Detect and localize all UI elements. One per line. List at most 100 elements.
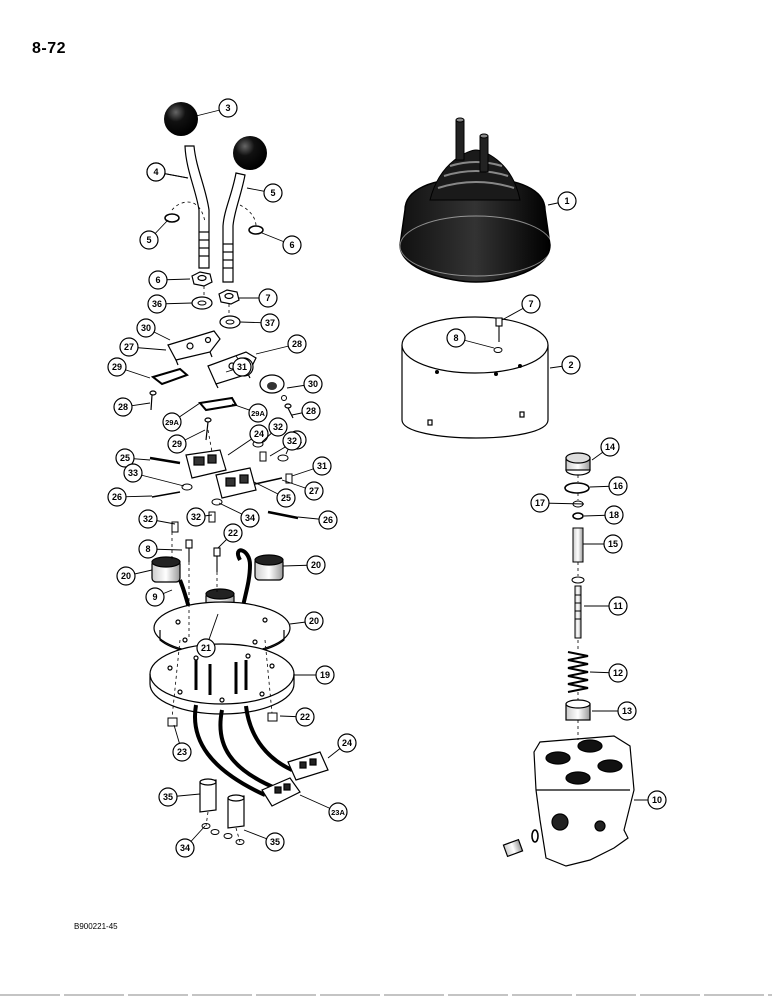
callout-number: 28 xyxy=(118,402,128,412)
callout-circle xyxy=(265,832,285,852)
callout-8-12: 8 xyxy=(446,328,495,349)
callout-31-50: 31 xyxy=(225,357,252,377)
part-callouts: 1234455667788910111213141516171819202020… xyxy=(107,98,667,858)
dome-cap xyxy=(259,374,285,394)
callout-circle xyxy=(312,456,332,476)
callout-30-48: 30 xyxy=(136,318,171,341)
callout-number: 22 xyxy=(300,712,310,722)
callout-28-42: 28 xyxy=(291,401,321,421)
callout-26-36: 26 xyxy=(297,510,338,530)
callout-6-8: 6 xyxy=(148,270,191,290)
callout-29-43: 29 xyxy=(167,429,206,454)
cam-block-right xyxy=(215,467,257,499)
callout-circle xyxy=(608,476,628,496)
callout-circle xyxy=(147,294,167,314)
lever-left xyxy=(184,145,210,269)
callout-circle xyxy=(276,488,296,508)
boot-cover xyxy=(399,117,553,283)
callout-circle xyxy=(557,191,577,211)
callout-circle xyxy=(116,566,136,586)
callout-number: 29A xyxy=(165,418,179,427)
callout-number: 24 xyxy=(342,738,352,748)
callout-number: 18 xyxy=(609,510,619,520)
callout-circle xyxy=(196,638,216,658)
screws-31 xyxy=(171,451,293,533)
callout-circle xyxy=(304,611,324,631)
callout-number: 31 xyxy=(237,362,247,372)
callout-number: 27 xyxy=(309,486,319,496)
callout-32-54: 32 xyxy=(186,507,213,527)
callout-circle xyxy=(337,733,357,753)
callout-circle xyxy=(115,448,135,468)
seal-37 xyxy=(531,829,539,843)
cam-block-left xyxy=(185,449,227,479)
seal-15 xyxy=(564,482,590,494)
callout-number: 22 xyxy=(228,528,238,538)
callout-34-58: 34 xyxy=(218,502,260,528)
callout-number: 20 xyxy=(121,571,131,581)
callout-circle xyxy=(282,235,302,255)
callout-number: 23A xyxy=(331,808,345,817)
callout-number: 35 xyxy=(163,792,173,802)
callout-24-32: 24 xyxy=(327,733,357,759)
callout-15-19: 15 xyxy=(583,534,623,554)
callout-circle xyxy=(172,742,192,762)
pin-25-right xyxy=(267,510,299,520)
callout-number: 13 xyxy=(622,706,632,716)
callout-circle xyxy=(530,493,550,513)
valve-body xyxy=(533,735,635,867)
callout-34-59: 34 xyxy=(175,825,206,858)
callout-circle xyxy=(139,230,159,250)
callout-number: 20 xyxy=(309,616,319,626)
callout-circle xyxy=(249,424,269,444)
callout-circle xyxy=(328,802,348,822)
figure-code: B900221-45 xyxy=(74,922,118,931)
bracket-plate-left xyxy=(167,330,221,366)
callout-circle xyxy=(600,437,620,457)
callout-25-35: 25 xyxy=(115,448,151,468)
callout-number: 25 xyxy=(281,493,291,503)
callout-circle xyxy=(186,507,206,527)
plunger-cap xyxy=(565,452,591,476)
callout-28-41: 28 xyxy=(113,397,151,417)
callout-circle xyxy=(138,509,158,529)
nuts-32 xyxy=(181,440,289,506)
callout-29-44: 29 xyxy=(107,357,151,379)
connector-23 xyxy=(261,777,301,807)
callout-circle xyxy=(175,838,195,858)
callout-number: 25 xyxy=(120,453,130,463)
wire-harness-lower xyxy=(193,704,293,797)
callout-4-4: 4 xyxy=(146,162,189,182)
callout-number: 3 xyxy=(225,103,230,113)
sensor-left xyxy=(151,556,181,583)
callout-number: 26 xyxy=(323,515,333,525)
callout-circle xyxy=(282,431,302,451)
callout-20-24: 20 xyxy=(289,611,324,631)
callout-32-53: 32 xyxy=(138,509,176,529)
nut-left xyxy=(191,271,213,287)
callout-number: 32 xyxy=(287,436,297,446)
callout-17-21: 17 xyxy=(530,493,585,513)
callout-22-29: 22 xyxy=(279,707,315,727)
callout-number: 21 xyxy=(201,643,211,653)
callout-number: 30 xyxy=(308,379,318,389)
callout-circle xyxy=(162,412,182,432)
bottom-rule xyxy=(0,994,772,996)
callout-number: 36 xyxy=(152,299,162,309)
callout-number: 34 xyxy=(180,843,190,853)
callout-22-28: 22 xyxy=(217,523,243,549)
callout-circle xyxy=(107,357,127,377)
callout-circle xyxy=(148,270,168,290)
callout-circle xyxy=(617,701,637,721)
callout-number: 9 xyxy=(152,592,157,602)
callout-28-40: 28 xyxy=(255,334,307,355)
callout-29a-45: 29A xyxy=(231,403,268,423)
callout-number: 24 xyxy=(254,429,264,439)
callout-number: 16 xyxy=(613,481,623,491)
callout-number: 1 xyxy=(564,196,569,206)
callout-circle xyxy=(158,787,178,807)
callout-number: 32 xyxy=(143,514,153,524)
callout-circle xyxy=(167,434,187,454)
callout-number: 7 xyxy=(528,299,533,309)
bolt-7-left xyxy=(185,539,193,562)
